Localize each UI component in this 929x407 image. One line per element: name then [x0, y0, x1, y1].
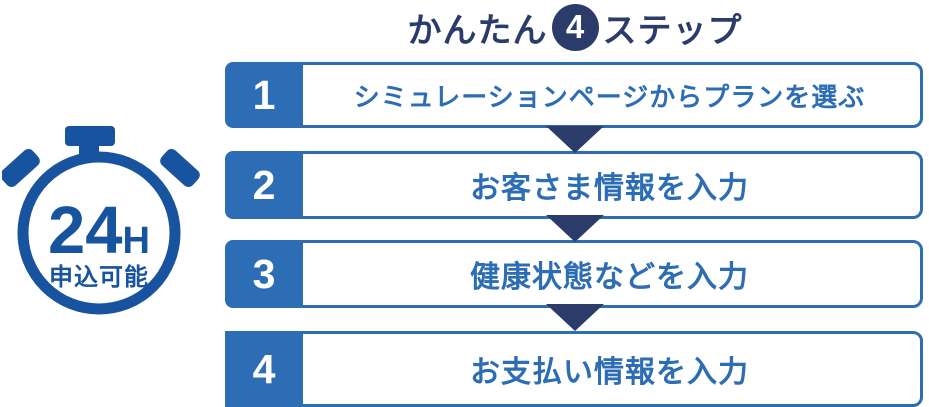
step-row-2: 2 お客さま情報を入力 — [225, 151, 923, 219]
down-arrow-icon — [546, 126, 604, 153]
step-label: 健康状態などを入力 — [470, 261, 749, 294]
step-row-1: 1 シミュレーションページからプランを選ぶ — [225, 62, 923, 128]
down-arrow-icon — [546, 304, 604, 331]
step-number-badge: 3 — [225, 240, 303, 308]
step-number-badge: 4 — [225, 331, 303, 407]
stopwatch-icon: 24H 申込可能 — [2, 126, 200, 315]
step-number-badge: 1 — [225, 62, 303, 128]
stopwatch-top-button — [65, 126, 115, 146]
step-label: お支払い情報を入力 — [470, 356, 749, 389]
stopwatch-dial — [17, 151, 181, 315]
step-count-badge: 4 — [551, 3, 599, 51]
stopwatch-24h-text: 24H — [48, 193, 150, 268]
stopwatch-caption: 申込可能 — [49, 263, 149, 291]
step-row-3: 3 健康状態などを入力 — [225, 240, 923, 308]
stopwatch-right-button — [160, 148, 200, 188]
page-title: かんたん 4 ステップ — [225, 1, 925, 53]
step-row-4: 4 お支払い情報を入力 — [225, 331, 923, 407]
step-number-badge: 2 — [225, 151, 303, 219]
title-prefix: かんたん — [407, 11, 548, 50]
step-label: お客さま情報を入力 — [470, 172, 749, 205]
step-label: シミュレーションページからプランを選ぶ — [353, 81, 866, 112]
down-arrow-icon — [546, 215, 604, 242]
title-suffix: ステップ — [602, 11, 743, 50]
stopwatch-left-button — [2, 148, 40, 188]
